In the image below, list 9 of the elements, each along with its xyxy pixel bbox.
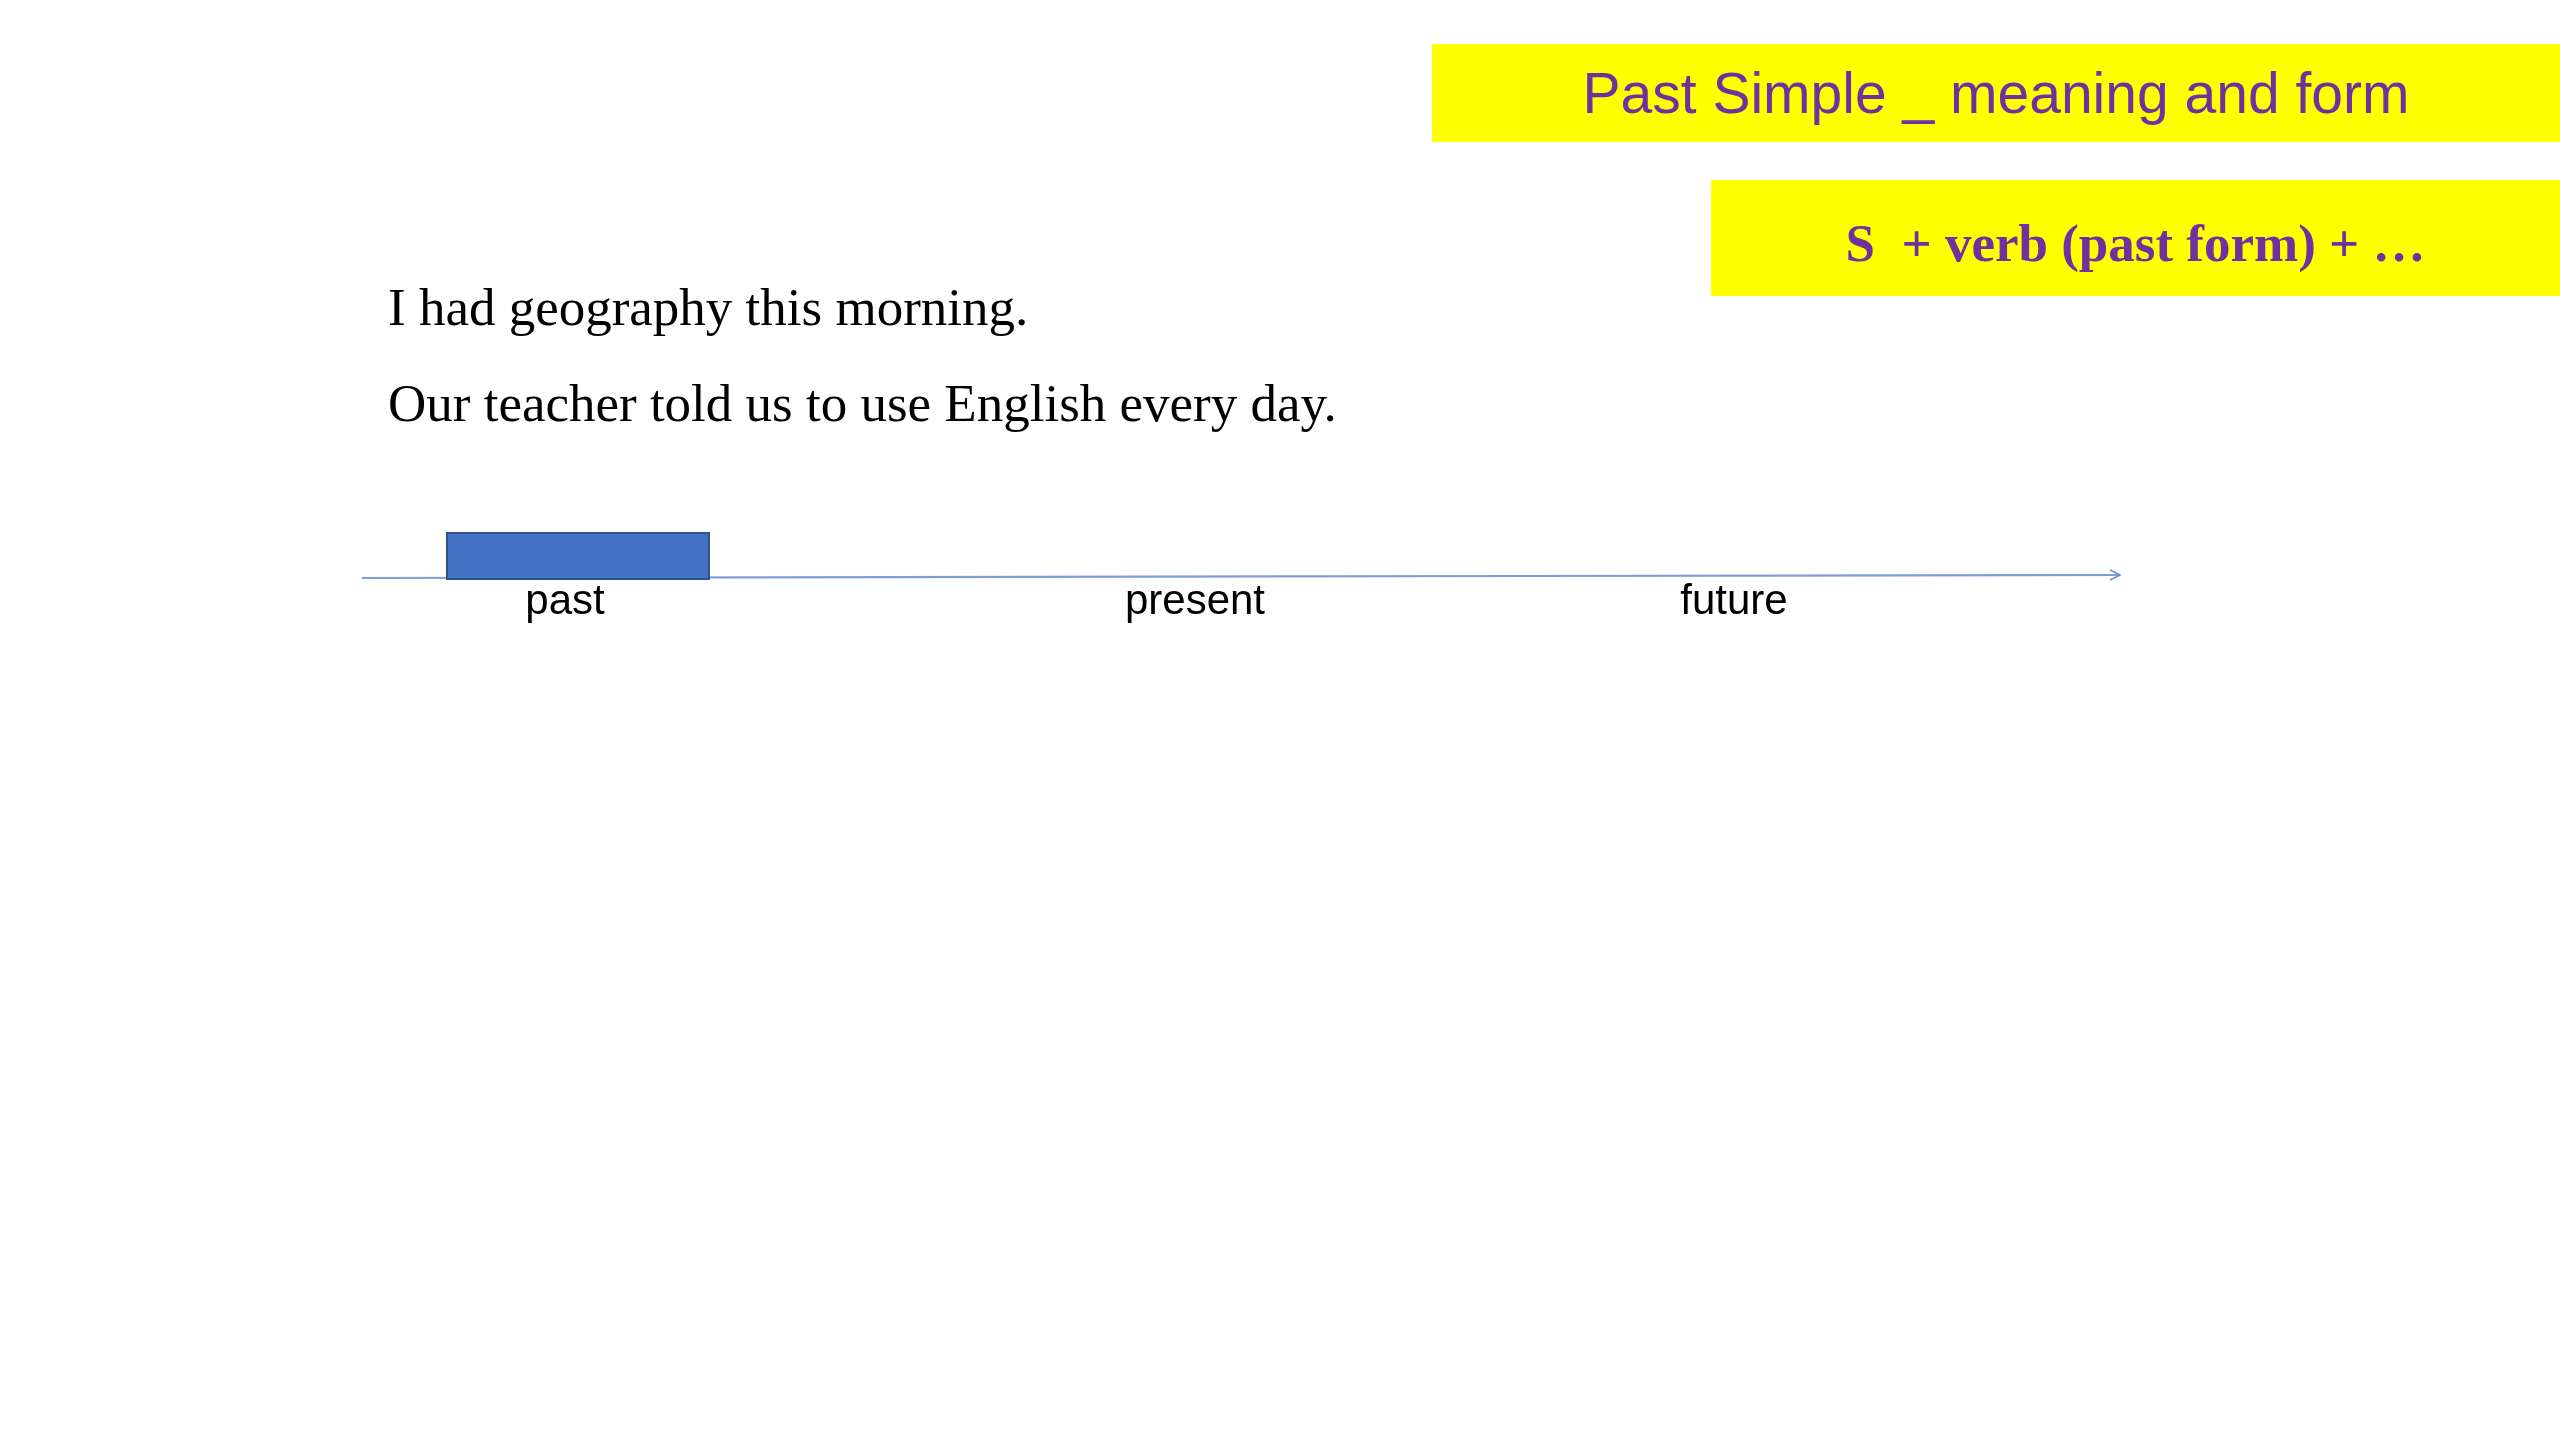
time-period-bar: [446, 532, 710, 580]
formula-text: S + verb (past form) + …: [1845, 212, 2426, 274]
formula-box: [1711, 180, 2560, 296]
timeline-label: past: [525, 576, 605, 625]
example-sentence: Our teacher told us to use English every day.: [388, 373, 1337, 434]
timeline-label: present: [1124, 576, 1266, 625]
title-banner: Past Simple _ meaning and form: [1432, 44, 2560, 142]
example-sentence: I had geography this morning.: [388, 277, 1029, 338]
timeline-label: future: [1680, 576, 1788, 625]
